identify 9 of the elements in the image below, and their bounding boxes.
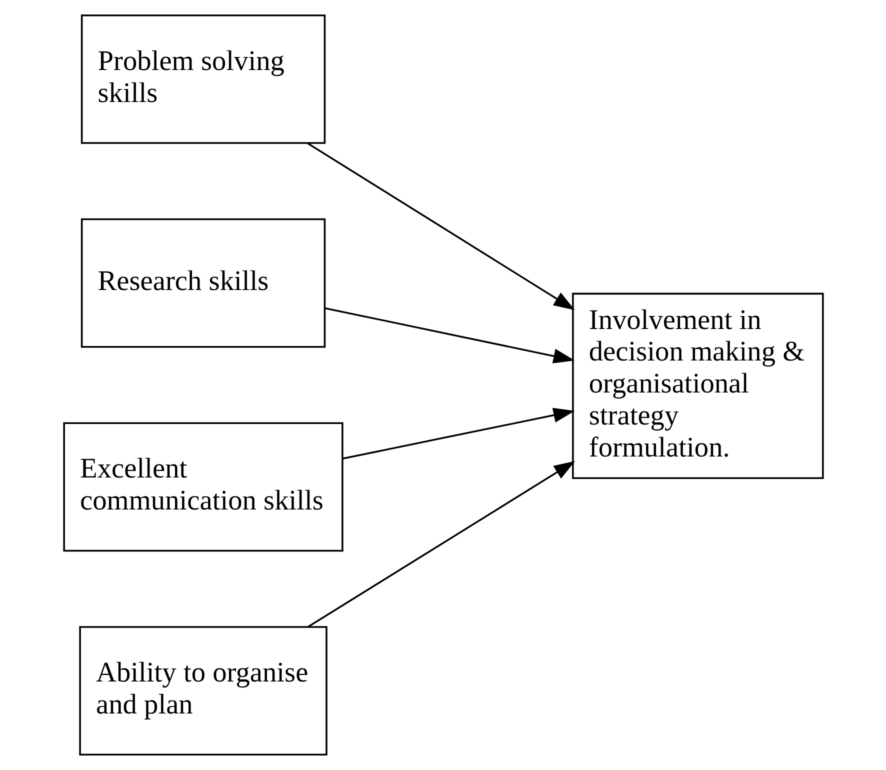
node-box: Problem solving skills — [80, 14, 326, 144]
arrow — [324, 307, 574, 364]
arrow — [307, 460, 575, 628]
node-box: Ability to organise and plan — [78, 626, 327, 756]
node-box: Research skills — [80, 218, 326, 348]
arrow — [306, 142, 574, 310]
arrow — [342, 408, 574, 460]
node-box: Excellent communication skills — [62, 422, 343, 552]
node-box: Involvement in decision making & organisational strategy formulation. — [572, 292, 824, 479]
